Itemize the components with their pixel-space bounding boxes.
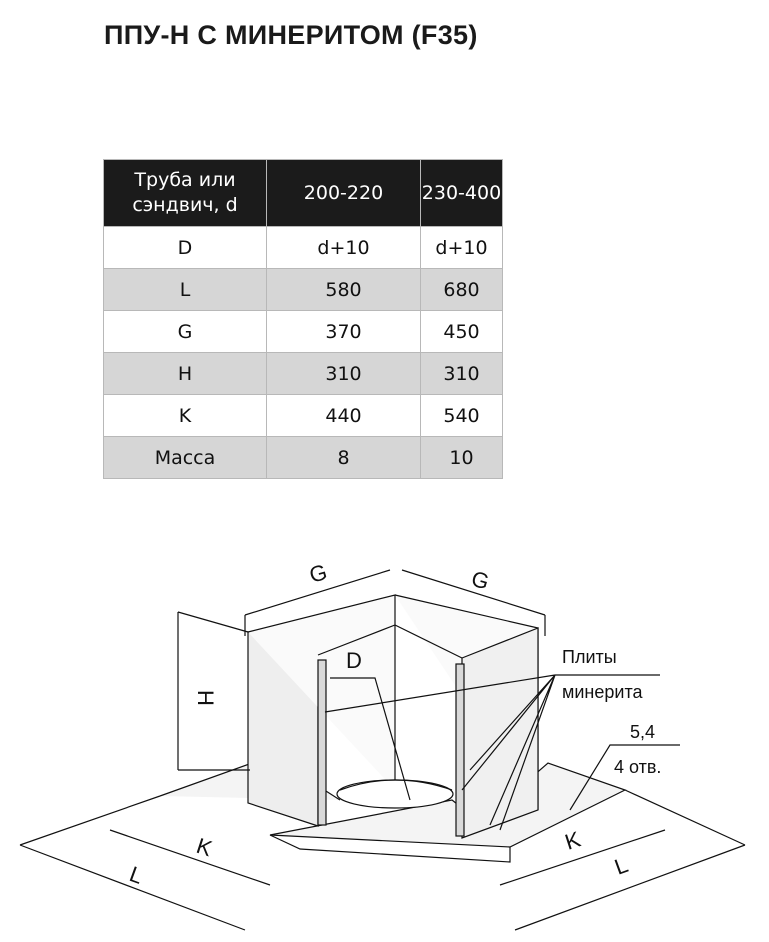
table-row: D d+10 d+10: [103, 226, 503, 269]
param-cell: Масса: [103, 436, 267, 479]
param-cell: D: [103, 226, 267, 269]
technical-drawing: G G H D Плиты минерита 5,4 4 отв. K K L …: [19, 559, 746, 931]
label-l-left: L: [126, 861, 146, 889]
table-row: L 580 680: [103, 268, 503, 311]
value-cell: 580: [266, 268, 421, 311]
label-holes-size: 5,4: [630, 722, 655, 742]
value-cell: 540: [420, 394, 503, 437]
value-cell: 8: [266, 436, 421, 479]
value-cell: d+10: [266, 226, 421, 269]
label-k-left: K: [193, 833, 215, 861]
header-cell-range-1: 200-220: [266, 159, 421, 227]
param-cell: L: [103, 268, 267, 311]
label-plates-line1: Плиты: [562, 647, 617, 667]
page-title: ППУ-Н С МИНЕРИТОМ (F35): [104, 20, 478, 50]
table-row: H 310 310: [103, 352, 503, 395]
table-header-row: Труба или сэндвич, d 200-220 230-400: [103, 159, 503, 227]
label-holes-count: 4 отв.: [614, 757, 661, 777]
label-g-right: G: [469, 566, 492, 595]
value-cell: 450: [420, 310, 503, 353]
value-cell: 310: [266, 352, 421, 395]
value-cell: d+10: [420, 226, 503, 269]
param-cell: G: [103, 310, 267, 353]
label-plates-line2: минерита: [562, 682, 643, 702]
value-cell: 440: [266, 394, 421, 437]
label-l-right: L: [611, 852, 631, 880]
label-k-right: K: [562, 826, 584, 854]
value-cell: 310: [420, 352, 503, 395]
param-cell: K: [103, 394, 267, 437]
table-row: Масса 8 10: [103, 436, 503, 479]
value-cell: 10: [420, 436, 503, 479]
label-g-left: G: [306, 559, 329, 588]
value-cell: 370: [266, 310, 421, 353]
table-row: K 440 540: [103, 394, 503, 437]
header-cell-pipe: Труба или сэндвич, d: [103, 159, 267, 227]
label-d: D: [346, 648, 362, 673]
header-cell-range-2: 230-400: [420, 159, 503, 227]
param-cell: H: [103, 352, 267, 395]
label-h: H: [193, 690, 218, 706]
dimensions-table: Труба или сэндвич, d 200-220 230-400 D d…: [103, 159, 503, 479]
value-cell: 680: [420, 268, 503, 311]
table-row: G 370 450: [103, 310, 503, 353]
